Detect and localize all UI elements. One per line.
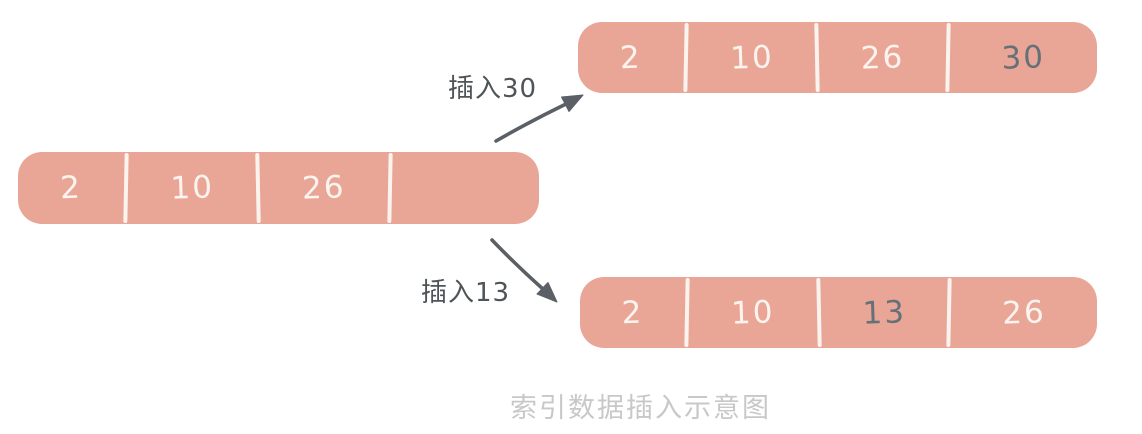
insert-13-label: 插入13 [421,278,511,308]
diagram-caption: 索引数据插入示意图 [510,393,771,424]
array-after-insert-30: 2 10 26 30 [578,22,1097,93]
array-cell: 10 [169,169,215,207]
array-cell [391,152,539,224]
array-cell: 10 [730,293,776,332]
array-cell: 2 [619,39,643,76]
array-after-insert-13: 2 10 13 26 [580,277,1097,348]
array-cell: 2 [621,294,645,331]
array-cell: 13 [861,293,907,332]
array-cell: 26 [301,169,347,207]
array-source: 2 10 26 [18,152,539,224]
array-cell: 30 [1001,38,1047,77]
array-cell: 26 [1001,293,1047,332]
array-cell: 10 [729,38,774,77]
insert-30-label: 插入30 [448,74,538,104]
array-cell: 26 [860,38,906,77]
array-cell: 2 [59,169,83,207]
